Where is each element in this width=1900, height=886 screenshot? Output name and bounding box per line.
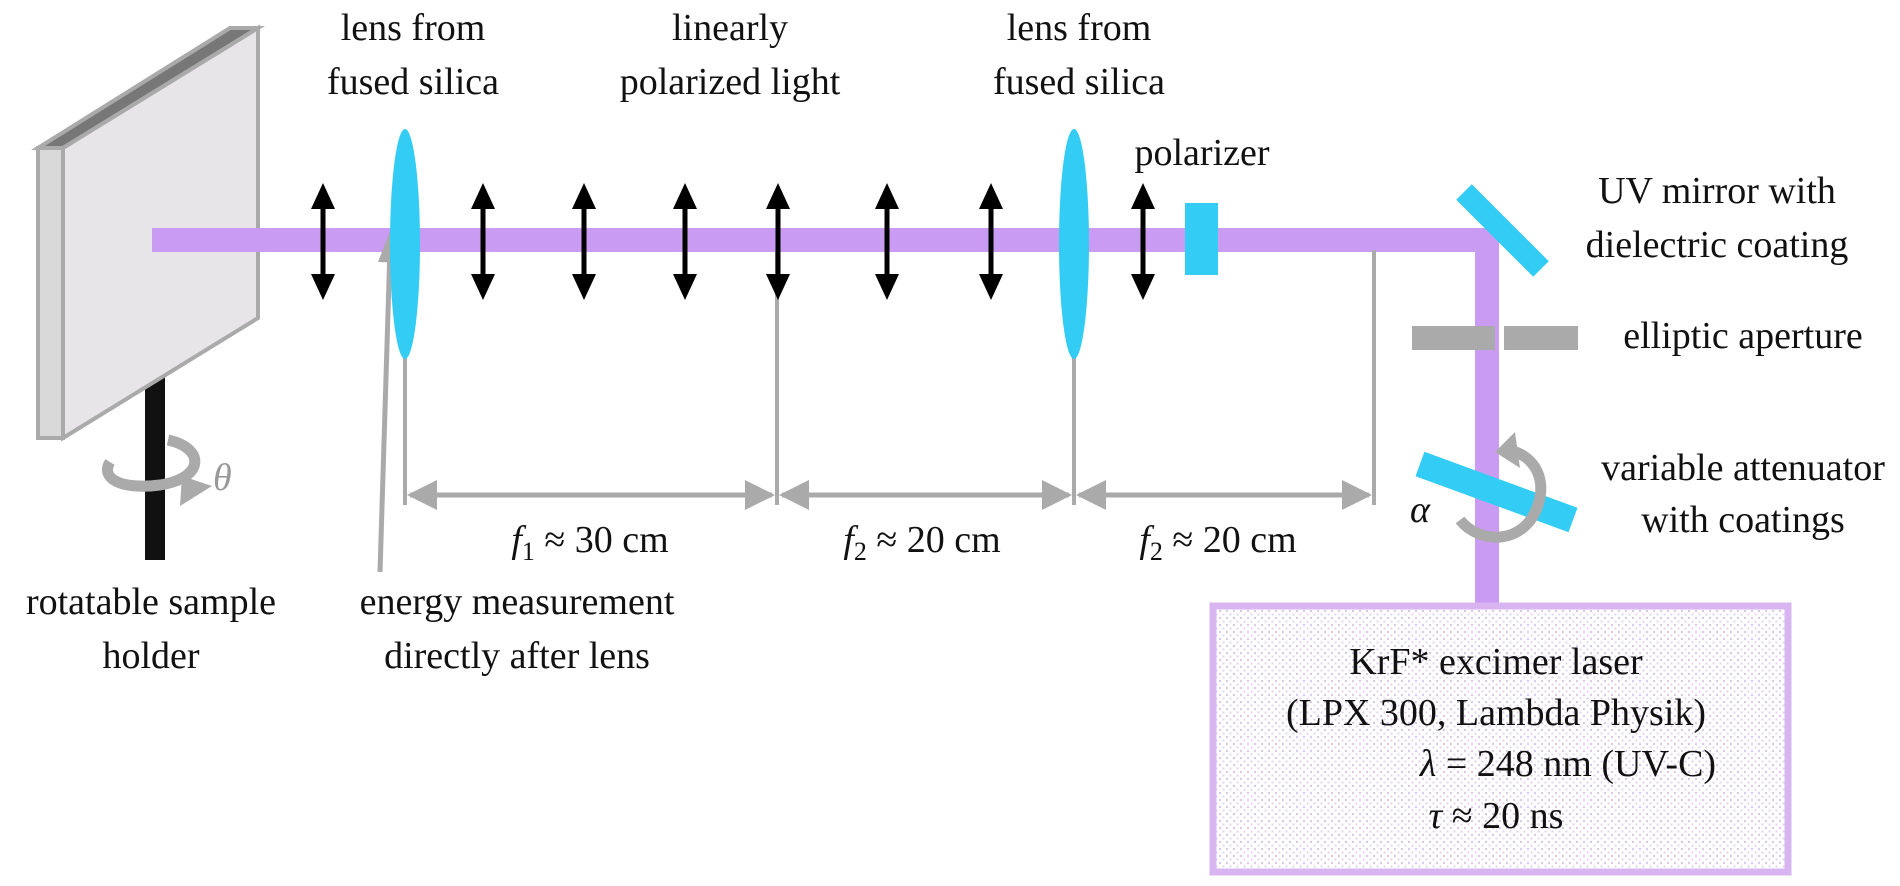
polarization-double-arrow	[673, 183, 697, 300]
label-uv-mirror-line2: dielectric coating	[1586, 224, 1849, 266]
laser-lambda-text: = 248 nm (UV-C)	[1436, 743, 1716, 785]
polarization-arrow-head-down	[471, 274, 495, 300]
energy-measurement-pointer	[377, 247, 393, 573]
label-polarized-light-line2: polarized light	[620, 61, 841, 103]
laser-tau-text: ≈ 20 ns	[1442, 795, 1563, 837]
laser-lambda-symbol: λ	[1419, 743, 1436, 785]
attenuator-plate	[1415, 451, 1578, 533]
polarization-double-arrow	[471, 183, 495, 300]
polarization-arrow-head-down	[875, 274, 899, 300]
label-attenuator-line2: with coatings	[1641, 499, 1845, 541]
polarization-arrows	[311, 183, 1155, 300]
polarization-double-arrow	[1131, 183, 1155, 300]
polarizer	[1185, 203, 1218, 275]
label-energy-measurement-line2: directly after lens	[384, 635, 650, 677]
label-attenuator: variable attenuator with coatings	[1601, 447, 1885, 541]
distance-label-f2b: f2 ≈ 20 cm	[1139, 519, 1296, 566]
laser-pulse-duration: τ ≈ 20 ns	[1429, 795, 1564, 837]
laser-beam-horizontal	[152, 228, 1499, 252]
lens-2	[1059, 129, 1089, 359]
distance-f1-sub: 1	[522, 537, 535, 566]
polarization-arrow-head-down	[572, 274, 596, 300]
label-sample-holder: rotatable sample holder	[26, 581, 276, 677]
label-sample-holder-line1: rotatable sample	[26, 581, 276, 623]
polarization-arrow-head-down	[1131, 274, 1155, 300]
polarization-arrow-head-up	[673, 183, 697, 209]
alpha-rotation-arrow	[1455, 444, 1547, 543]
label-energy-measurement: energy measurement directly after lens	[360, 581, 675, 677]
polarization-double-arrow	[979, 183, 1003, 300]
distance-f2b-text: ≈ 20 cm	[1163, 519, 1297, 561]
label-lens2-line2: fused silica	[993, 61, 1165, 103]
polarization-arrow-head-down	[979, 274, 1003, 300]
laser-wavelength: λ = 248 nm (UV-C)	[1419, 743, 1716, 785]
aperture-left	[1412, 326, 1495, 350]
polarization-arrow-head-down	[673, 274, 697, 300]
polarization-arrow-head-up	[572, 183, 596, 209]
distance-f2a-text: ≈ 20 cm	[867, 519, 1001, 561]
aperture-right	[1504, 326, 1578, 350]
distance-label-f2a: f2 ≈ 20 cm	[843, 519, 1000, 566]
label-lens2: lens from fused silica	[993, 7, 1165, 103]
polarization-arrow-head-up	[766, 183, 790, 209]
polarization-double-arrow	[875, 183, 899, 300]
polarization-arrow-head-up	[471, 183, 495, 209]
label-lens1-line2: fused silica	[327, 61, 499, 103]
polarization-arrow-head-down	[311, 274, 335, 300]
laser-line2: (LPX 300, Lambda Physik)	[1286, 692, 1706, 734]
label-lens1: lens from fused silica	[327, 7, 499, 103]
alpha-rotation-arrowhead	[1495, 432, 1520, 468]
distance-f1-text: ≈ 30 cm	[535, 519, 669, 561]
laser-tau-symbol: τ	[1429, 795, 1444, 837]
theta-rotation-arrow	[102, 434, 201, 492]
polarization-arrow-head-up	[311, 183, 335, 209]
label-polarized-light-line1: linearly	[672, 7, 788, 49]
laser-box	[1209, 602, 1792, 876]
polarization-arrow-head-up	[1131, 183, 1155, 209]
label-uv-mirror-line1: UV mirror with	[1598, 170, 1836, 212]
laser-line1: KrF* excimer laser	[1349, 641, 1643, 683]
theta-label: θ	[213, 457, 232, 499]
lens-1	[390, 129, 420, 359]
laser-beam-vertical	[1475, 232, 1499, 607]
label-lens2-line1: lens from	[1007, 7, 1152, 49]
alpha-label: α	[1410, 489, 1431, 531]
distance-label-f1: f1 ≈ 30 cm	[511, 519, 668, 566]
label-aperture: elliptic aperture	[1623, 315, 1863, 357]
polarization-double-arrow	[572, 183, 596, 300]
label-uv-mirror: UV mirror with dielectric coating	[1586, 170, 1849, 266]
label-polarized-light: linearly polarized light	[620, 7, 841, 103]
polarization-arrow-head-up	[979, 183, 1003, 209]
label-energy-measurement-line1: energy measurement	[360, 581, 675, 623]
polarization-arrow-head-down	[766, 274, 790, 300]
distance-f2b-sub: 2	[1150, 537, 1163, 566]
polarization-double-arrow	[766, 183, 790, 300]
polarization-arrow-head-up	[875, 183, 899, 209]
sample-holder-rod	[145, 375, 165, 560]
label-attenuator-line1: variable attenuator	[1601, 447, 1885, 489]
uv-mirror	[1456, 184, 1549, 277]
sample-plate-side	[36, 146, 65, 440]
theta-rotation-arrowhead	[180, 476, 212, 506]
label-lens1-line1: lens from	[341, 7, 486, 49]
polarization-double-arrow	[311, 183, 335, 300]
label-sample-holder-line2: holder	[102, 635, 199, 677]
label-polarizer: polarizer	[1134, 132, 1269, 174]
distance-f2a-sub: 2	[854, 537, 867, 566]
